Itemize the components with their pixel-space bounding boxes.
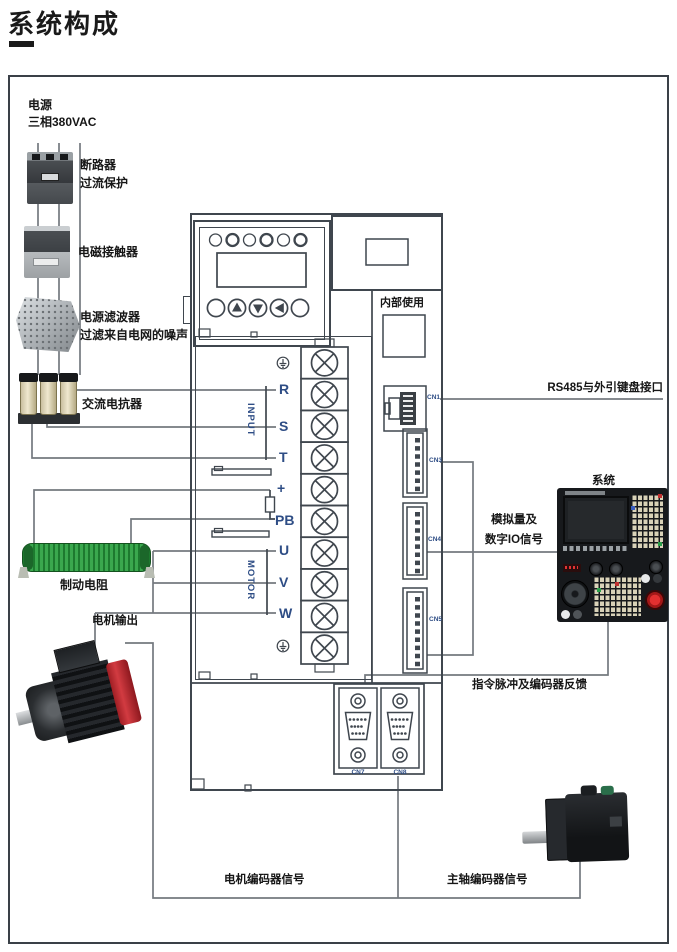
- input-group-label: INPUT: [245, 403, 256, 437]
- cn5-label: CN5: [429, 616, 443, 623]
- contactor-image: [24, 226, 70, 278]
- circuit-breaker-image: [27, 152, 73, 204]
- drive-left-tab: [183, 296, 192, 324]
- drive-panel-inner: [199, 227, 325, 340]
- terminal-w: W: [279, 605, 293, 621]
- terminal-plus: +: [277, 480, 286, 496]
- breaker-desc-label: 过流保护: [80, 176, 129, 190]
- filter-desc-label: 过滤来自电网的噪声: [80, 328, 189, 342]
- cn1-label: CN1: [427, 394, 441, 401]
- cnc-controller-image: [557, 488, 668, 622]
- terminal-r: R: [279, 381, 290, 397]
- terminal-s: S: [279, 418, 289, 434]
- filter-label: 电源滤波器: [80, 310, 141, 324]
- internal-use-label: 内部使用: [380, 297, 424, 309]
- power-label: 电源: [28, 98, 53, 112]
- terminal-pb: PB: [275, 512, 295, 528]
- breaker-label: 断路器: [80, 158, 117, 172]
- cn4-label: CN4: [428, 536, 442, 543]
- terminal-v: V: [279, 574, 289, 590]
- cn8-label: CN8: [393, 769, 407, 776]
- motor-group-label: MOTOR: [245, 560, 256, 601]
- ac-reactor-image: [18, 370, 80, 424]
- cn7-label: CN7: [351, 769, 365, 776]
- title-underline: [9, 41, 34, 47]
- drive-panel-outer: [193, 220, 331, 347]
- spindle-motor-image: [517, 784, 632, 868]
- analog-io-label-line2: 数字IO信号: [484, 534, 544, 546]
- motor-output-label: 电机输出: [92, 615, 138, 627]
- pulse-feedback-label: 指令脉冲及编码器反馈: [472, 679, 587, 691]
- brake-resistor-label: 制动电阻: [60, 578, 109, 592]
- cn3-label: CN3: [429, 457, 443, 464]
- spindle-encoder-label: 主轴编码器信号: [447, 874, 528, 886]
- reactor-label: 交流电抗器: [82, 397, 143, 411]
- cnc-system-label: 系统: [592, 475, 615, 487]
- terminal-u: U: [279, 542, 290, 558]
- drive-top-right-box: [331, 215, 443, 291]
- motor-encoder-label: 电机编码器信号: [224, 874, 305, 886]
- diagram-frame: [8, 75, 669, 944]
- brake-resistor-image: [18, 543, 155, 578]
- page-title: 系统构成: [8, 9, 121, 39]
- rs485-keyboard-label: RS485与外引键盘接口: [547, 382, 663, 394]
- terminal-t: T: [279, 449, 288, 465]
- analog-io-label-line1: 模拟量及: [491, 514, 537, 526]
- power-voltage-label: 三相380VAC: [28, 115, 97, 129]
- line-filter-image: [16, 297, 80, 352]
- contactor-label: 电磁接触器: [78, 245, 139, 259]
